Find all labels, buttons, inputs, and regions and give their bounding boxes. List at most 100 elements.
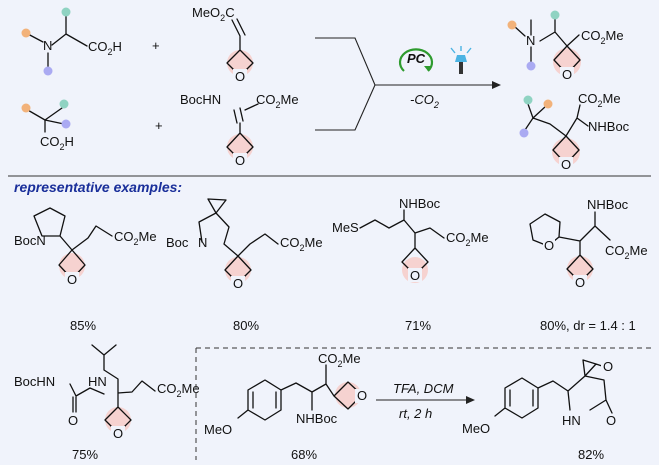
- ring-oxygen-knockout-e4: [543, 239, 555, 251]
- product-dot-teal: [550, 10, 560, 20]
- oxygen-label-2: O: [235, 153, 245, 168]
- plus-sign-2: +: [155, 118, 163, 133]
- product-oxygen-label: O: [562, 67, 572, 82]
- example-6-ester-label: CO2Me: [318, 351, 361, 369]
- product-spiro-oxygen-label: O: [603, 359, 613, 374]
- oxygen-knockout-e4: [573, 275, 587, 289]
- oxygen-knockout-4: [559, 157, 573, 171]
- example-2-ester-label: CO2Me: [280, 235, 323, 253]
- example-1-structure: BocN CO2Me O: [14, 207, 157, 287]
- example-5-carbonyl-label: O: [68, 413, 78, 428]
- product-amino-ester-oxetane: CO2Me NHBoc O: [519, 91, 630, 172]
- substituent-dot-lavender: [43, 66, 53, 76]
- example-4-oxygen-label: O: [575, 275, 585, 290]
- example-3-boc-label: NHBoc: [399, 196, 441, 211]
- example-4-structure: O NHBoc CO2Me O: [529, 197, 648, 290]
- example-5-oxygen-label: O: [113, 426, 123, 441]
- example-1-boc-label: BocN: [14, 233, 46, 248]
- ester-label-2: CO2Me: [256, 92, 299, 110]
- product-amine-oxetane: N CO2Me O: [507, 10, 624, 82]
- product-ester-label-2: CO2Me: [578, 91, 621, 109]
- example-3-oxygen-label: O: [410, 268, 420, 283]
- reagent-amino-acid: N CO2H: [21, 7, 122, 76]
- reagent-oxetane-acrylate: MeO2C O: [192, 5, 254, 84]
- example-3-thioether-label: MeS: [332, 220, 359, 235]
- product-hn-label: HN: [562, 413, 581, 428]
- oxygen-knockout-3: [560, 67, 574, 81]
- product-oxygen-label-2: O: [561, 157, 571, 172]
- example-5-amide-nh-label: HN: [88, 374, 107, 389]
- substituent-dot-teal-2: [59, 99, 69, 109]
- example-2-boc-label: Boc: [166, 235, 189, 250]
- example-2-yield: 80%: [233, 318, 259, 333]
- substituent-dot-orange: [21, 28, 31, 38]
- example-6-yield: 68%: [291, 447, 317, 462]
- example-3-yield: 71%: [405, 318, 431, 333]
- example-2-oxygen-label: O: [233, 276, 243, 291]
- converging-bracket: [315, 37, 492, 131]
- example-1-ester-label: CO2Me: [114, 229, 157, 247]
- ester-label: MeO2C: [192, 5, 235, 23]
- example-2-nitrogen-label: N: [198, 235, 207, 250]
- photocatalyst-cycle-icon: PC: [398, 48, 434, 72]
- product-nitrogen-label: N: [526, 33, 535, 48]
- example-5-bochn-label: BocHN: [14, 374, 55, 389]
- transformation-yield: 82%: [578, 447, 604, 462]
- product-dot-orange-2: [543, 99, 553, 109]
- oxygen-label: O: [235, 69, 245, 84]
- conditions-bottom: rt, 2 h: [399, 406, 432, 421]
- example-4-ring-oxygen-label: O: [544, 238, 554, 253]
- example-5-yield: 75%: [72, 447, 98, 462]
- oxygen-knockout-e2: [231, 276, 245, 290]
- example-3-ester-label: CO2Me: [446, 230, 489, 248]
- product-boc-label: NHBoc: [588, 119, 630, 134]
- oxygen-knockout-2: [233, 153, 247, 167]
- example-5-structure: BocHN HN O CO2Me O: [14, 344, 200, 441]
- plus-sign: +: [152, 38, 160, 53]
- substituent-dot-orange-2: [21, 103, 31, 113]
- oxygen-knockout-e5: [111, 426, 125, 440]
- lactam-product-structure: MeO HN O O: [462, 359, 616, 436]
- substituent-dot-lavender-2: [61, 119, 71, 129]
- example-5-ester-label: CO2Me: [157, 381, 200, 399]
- boc-amine-label: BocHN: [180, 92, 221, 107]
- acid-label: CO2H: [88, 39, 122, 57]
- reaction-arrow-icon-2: [466, 396, 475, 404]
- example-3-structure: MeS NHBoc CO2Me O: [332, 196, 489, 283]
- example-2-structure: Boc N CO2Me O: [166, 198, 323, 291]
- product-methoxy-label: MeO: [462, 421, 490, 436]
- example-4-boc-label: NHBoc: [587, 197, 629, 212]
- substituent-dot-teal: [61, 7, 71, 17]
- example-6-oxygen-label: O: [357, 388, 367, 403]
- oxygen-knockout-e6: [355, 389, 369, 403]
- reaction-arrow-icon: [492, 81, 501, 89]
- product-ester-label: CO2Me: [581, 28, 624, 46]
- example-1-oxygen-label: O: [67, 272, 77, 287]
- oxygen-knockout-e1: [65, 272, 79, 286]
- catalyst-label: PC: [407, 51, 426, 66]
- example-6-methoxy-label: MeO: [204, 422, 232, 437]
- product-dot-teal-2: [523, 95, 533, 105]
- amine-nitrogen-label: N: [43, 38, 52, 53]
- example-6-boc-label: NHBoc: [296, 411, 338, 426]
- spiro-oxygen-knockout: [601, 360, 615, 374]
- dashed-partition: [195, 347, 651, 460]
- oxygen-knockout: [233, 69, 247, 83]
- acid-label-2: CO2H: [40, 134, 74, 152]
- oxygen-knockout-e3: [408, 268, 422, 282]
- byproduct-label: -CO2: [410, 92, 439, 110]
- example-4-yield: 80%, dr = 1.4 : 1: [540, 318, 636, 333]
- reagent-oxetane-dehydroamino-ester: BocHN CO2Me O: [180, 92, 299, 168]
- conditions-top: TFA, DCM: [393, 381, 454, 396]
- reagent-carboxylic-acid: CO2H: [21, 99, 74, 152]
- section-heading: representative examples:: [14, 179, 182, 195]
- product-dot-lavender-2: [519, 128, 529, 138]
- example-4-ester-label: CO2Me: [605, 243, 648, 261]
- example-1-yield: 85%: [70, 318, 96, 333]
- product-dot-orange: [507, 20, 517, 30]
- example-6-structure: MeO NHBoc CO2Me O: [204, 351, 369, 437]
- product-dot-lavender: [526, 61, 536, 71]
- product-carbonyl-label: O: [606, 413, 616, 428]
